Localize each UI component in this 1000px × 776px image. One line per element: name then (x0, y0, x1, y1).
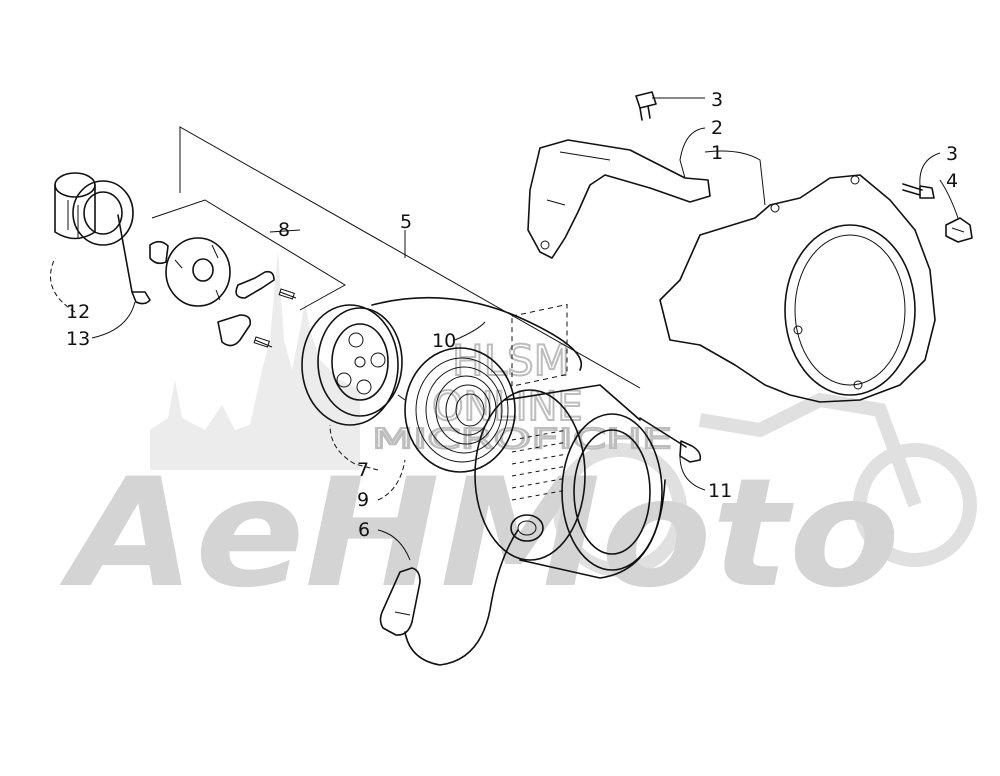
part-pawl-plate (149, 237, 231, 307)
assembly-bracket-8 (151, 199, 346, 311)
callout-labels: 1 2 3 3 4 5 6 7 8 9 10 11 12 13 (66, 89, 958, 541)
callout-12: 12 (66, 301, 90, 323)
part-bushing-cup (54, 172, 134, 246)
part-bolt-3-right (902, 183, 935, 199)
callout-6: 6 (358, 519, 370, 541)
watermark-skyline (150, 250, 360, 470)
watermark-motorcycle (553, 392, 977, 577)
part-starter-handle (379, 529, 519, 666)
callout-2: 2 (711, 117, 723, 139)
leader-lines (50, 97, 959, 561)
callout-7: 7 (357, 459, 369, 481)
callout-9: 9 (357, 489, 369, 511)
part-clip-4 (945, 217, 973, 243)
part-fan-cover (659, 174, 936, 403)
housing-vent-grid (511, 303, 568, 501)
part-bracket (527, 139, 711, 259)
watermark-brand: AeHMoto (59, 447, 900, 621)
part-pulley (301, 304, 403, 426)
assembly-bracket (179, 126, 641, 389)
part-bolt-3-upper (635, 91, 657, 121)
part-bolt-11 (639, 417, 702, 463)
callout-3-right: 3 (946, 143, 958, 165)
callout-1: 1 (711, 142, 723, 164)
callout-10: 10 (432, 330, 456, 352)
callout-8: 8 (278, 219, 290, 241)
callout-13: 13 (66, 328, 90, 350)
watermark: AeHMoto HLSM ONLINE MICROFICHE (59, 250, 977, 621)
callout-5: 5 (400, 211, 412, 233)
watermark-hlsm: HLSM (452, 336, 570, 385)
part-pawl-lower (217, 314, 273, 348)
part-recoil-housing (474, 303, 666, 579)
callout-4: 4 (946, 170, 958, 192)
part-screw-13 (117, 214, 151, 305)
part-pawl-upper (235, 270, 297, 300)
part-recoil-spring (397, 347, 516, 473)
part-rope (371, 296, 583, 371)
callout-11: 11 (708, 480, 732, 502)
callout-3-upper: 3 (711, 89, 723, 111)
